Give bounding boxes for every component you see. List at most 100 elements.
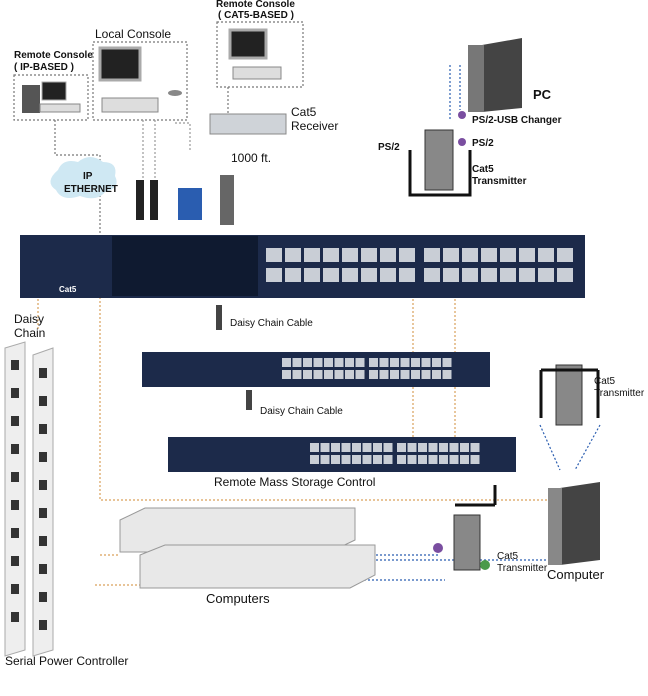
rj45-port	[285, 268, 301, 282]
kvm-switch-daisy-1	[142, 352, 490, 387]
rj45-port	[369, 358, 378, 367]
local-console-box	[92, 41, 188, 121]
label-cat5-tx-top-2: Transmitter	[472, 176, 527, 187]
rj45-port	[355, 358, 365, 367]
label-ethernet: ETHERNET	[64, 184, 118, 195]
rj45-port	[383, 455, 393, 464]
rj45-port	[442, 370, 452, 379]
rj45-port	[470, 455, 480, 464]
label-ps2-usb-changer: PS/2-USB Changer	[472, 115, 562, 126]
label-pc: PC	[533, 87, 552, 102]
rj45-port	[399, 268, 415, 282]
rj45-port	[442, 358, 452, 367]
cloud-icon	[50, 157, 117, 199]
rj45-port	[352, 455, 361, 464]
rj45-port	[379, 358, 389, 367]
rj45-port	[439, 455, 448, 464]
rj45-port	[342, 248, 358, 262]
rj45-port	[292, 370, 302, 379]
power-outlet-icon	[39, 564, 47, 574]
rj45-port	[320, 443, 330, 452]
rj45-port	[323, 248, 339, 262]
label-serial-power-controller: Serial Power Controller	[5, 654, 129, 668]
power-outlet-icon	[39, 620, 47, 630]
local-console-icon	[98, 46, 182, 113]
rj45-port	[304, 248, 320, 262]
rj45-port	[303, 358, 312, 367]
rj45-port	[282, 370, 291, 379]
label-remote-cat5-sub: ( CAT5-BASED )	[218, 10, 294, 21]
rj45-port	[460, 455, 469, 464]
power-outlet-icon	[11, 500, 19, 510]
power-outlet-icon	[11, 388, 19, 398]
rj45-port	[313, 358, 323, 367]
label-daisy-cable-1: Daisy Chain Cable	[230, 318, 313, 329]
rj45-port	[310, 455, 319, 464]
power-outlet-icon	[11, 360, 19, 370]
rj45-port	[373, 455, 382, 464]
rj45-port	[334, 370, 344, 379]
rj45-port	[538, 248, 554, 262]
rj45-port	[500, 268, 516, 282]
rj45-port	[400, 370, 410, 379]
rj45-port	[345, 358, 354, 367]
label-ip: IP	[83, 171, 93, 182]
rj45-port	[421, 358, 431, 367]
power-outlet-icon	[11, 556, 19, 566]
rj45-port	[418, 443, 427, 452]
rj45-port	[303, 370, 312, 379]
power-outlet-icon	[39, 592, 47, 602]
rj45-port	[383, 443, 393, 452]
rj45-port	[373, 443, 382, 452]
label-daisy: Daisy	[14, 312, 45, 326]
rj45-port	[324, 358, 333, 367]
rj45-port	[421, 370, 431, 379]
rj45-port	[481, 248, 497, 262]
cat5-transmitter-icon	[555, 364, 583, 426]
label-cat5-tx-right: Cat5	[594, 376, 616, 387]
rj45-port	[342, 268, 358, 282]
pc-tower-icon	[468, 38, 522, 112]
label-remote-ip: Remote Console	[14, 50, 93, 61]
rj45-port	[292, 358, 302, 367]
rj45-port	[355, 370, 365, 379]
rj45-port	[428, 443, 438, 452]
rj45-port	[313, 370, 323, 379]
rj45-port	[369, 370, 378, 379]
serial-power-controller-icon	[4, 341, 54, 657]
rj45-port	[266, 248, 282, 262]
rj45-port	[324, 370, 333, 379]
rj45-port	[407, 443, 417, 452]
rj45-port	[481, 268, 497, 282]
power-outlet-icon	[11, 584, 19, 594]
power-outlet-icon	[11, 472, 19, 482]
rj45-port	[331, 443, 340, 452]
label-cat5-tx-top: Cat5	[472, 164, 494, 175]
label-cat5-tx-bottom: Cat5	[497, 551, 519, 562]
computer-tower-icon	[548, 482, 600, 565]
remote-ip-computer-icon	[22, 81, 81, 113]
rj45-port	[432, 358, 441, 367]
rj45-port	[428, 455, 438, 464]
rj45-port	[424, 248, 440, 262]
rj45-port	[397, 443, 406, 452]
power-outlet-icon	[39, 424, 47, 434]
label-remote-ip-sub: ( IP-BASED )	[14, 62, 74, 73]
rj45-port	[400, 358, 410, 367]
rj45-port	[331, 455, 340, 464]
rj45-port	[362, 443, 372, 452]
rj45-port	[411, 370, 420, 379]
remote-cat5-console-icon	[228, 28, 282, 80]
rj45-port	[432, 370, 441, 379]
power-outlet-icon	[11, 416, 19, 426]
power-outlet-icon	[39, 396, 47, 406]
label-cat5-port: Cat5	[59, 285, 77, 294]
power-outlet-icon	[11, 612, 19, 622]
remote-ip-box	[13, 74, 89, 121]
remote-cat5-box	[216, 21, 304, 88]
label-cat5-receiver: Cat5	[291, 105, 317, 119]
cat5-receiver-icon	[209, 113, 287, 135]
rj45-port	[460, 443, 469, 452]
rj45-port	[304, 268, 320, 282]
rj45-port	[411, 358, 420, 367]
